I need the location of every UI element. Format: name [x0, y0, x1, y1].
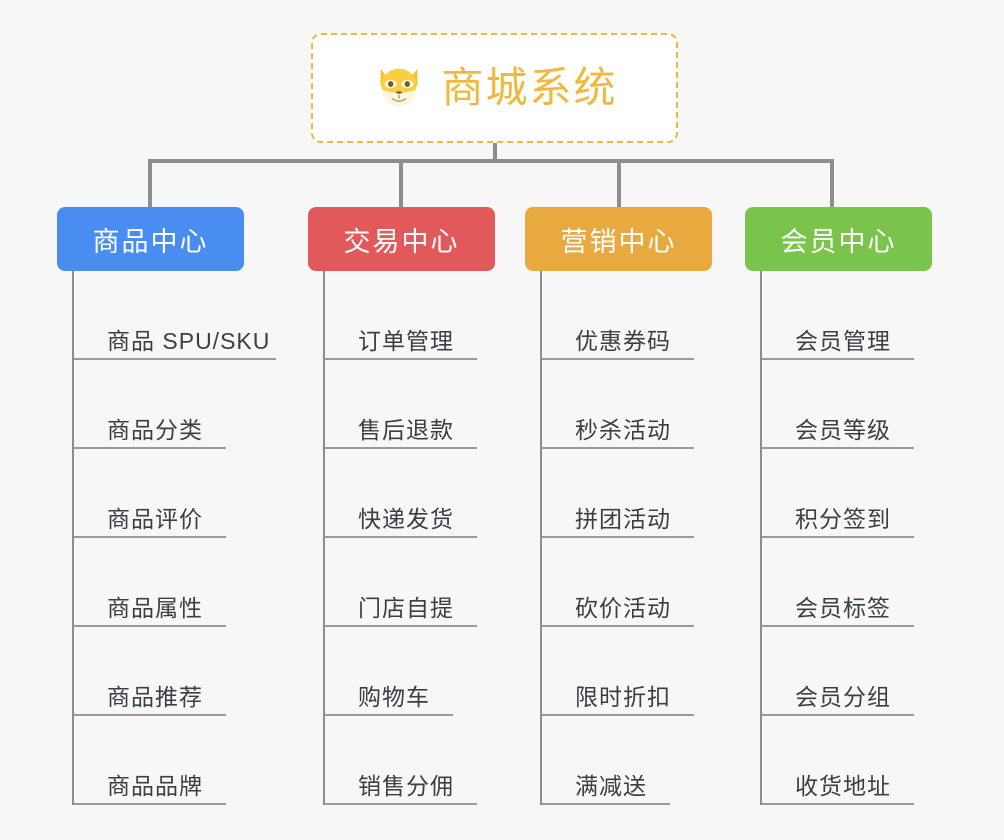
- leaf-underline: [542, 536, 694, 538]
- leaf-label: 商品 SPU/SKU: [107, 328, 271, 354]
- leaf-underline: [542, 447, 694, 449]
- shiba-dog-face-icon: [381, 68, 418, 107]
- leaf-item[interactable]: 商品评价: [74, 449, 277, 538]
- leaf-label: 商品推荐: [107, 684, 203, 710]
- leaf-underline: [542, 625, 694, 627]
- leaf-item[interactable]: 商品 SPU/SKU: [74, 271, 277, 360]
- leaf-item[interactable]: 商品分类: [74, 360, 277, 449]
- leaf-item[interactable]: 限时折扣: [542, 627, 745, 716]
- leaf-label: 砍价活动: [575, 595, 671, 621]
- leaf-underline: [762, 536, 914, 538]
- leaf-underline: [325, 358, 477, 360]
- leaf-item[interactable]: 收货地址: [762, 716, 965, 805]
- leaf-item[interactable]: 购物车: [325, 627, 528, 716]
- leaf-underline: [325, 447, 477, 449]
- category-box-2[interactable]: 营销中心: [525, 207, 712, 271]
- category-label-1: 交易中心: [343, 226, 460, 257]
- leaf-item[interactable]: 积分签到: [762, 449, 965, 538]
- category-box-0[interactable]: 商品中心: [57, 207, 244, 271]
- leaf-list-3: 会员管理 会员等级 积分签到 会员标签 会员分组 收货地址: [760, 271, 965, 805]
- leaf-underline: [762, 358, 914, 360]
- category-box-1[interactable]: 交易中心: [308, 207, 495, 271]
- leaf-item[interactable]: 满减送: [542, 716, 745, 805]
- connector-drop-2: [617, 159, 621, 207]
- category-label-0: 商品中心: [92, 226, 209, 257]
- leaf-list-0: 商品 SPU/SKU 商品分类 商品评价 商品属性 商品推荐 商品品牌: [72, 271, 277, 805]
- leaf-underline: [325, 803, 477, 805]
- leaf-label: 购物车: [358, 684, 430, 710]
- leaf-item[interactable]: 会员分组: [762, 627, 965, 716]
- leaf-label: 秒杀活动: [575, 417, 671, 443]
- leaf-item[interactable]: 会员等级: [762, 360, 965, 449]
- leaf-underline: [762, 714, 914, 716]
- branch-column-3: 会员中心 会员管理 会员等级 积分签到 会员标签 会员分组: [745, 207, 965, 805]
- leaf-label: 快递发货: [358, 506, 454, 532]
- leaf-label: 会员标签: [795, 595, 891, 621]
- leaf-underline: [74, 714, 226, 716]
- leaf-item[interactable]: 订单管理: [325, 271, 528, 360]
- category-label-3: 会员中心: [780, 226, 897, 257]
- leaf-list-1: 订单管理 售后退款 快递发货 门店自提 购物车 销售分佣: [323, 271, 528, 805]
- leaf-underline: [542, 803, 670, 805]
- leaf-item[interactable]: 商品品牌: [74, 716, 277, 805]
- leaf-item[interactable]: 商品属性: [74, 538, 277, 627]
- leaf-underline: [325, 714, 453, 716]
- leaf-label: 限时折扣: [575, 684, 671, 710]
- branch-column-1: 交易中心 订单管理 售后退款 快递发货 门店自提 购物车: [308, 207, 528, 805]
- leaf-label: 优惠券码: [575, 328, 671, 354]
- leaf-underline: [74, 625, 226, 627]
- root-title: 商城系统: [441, 64, 618, 111]
- leaf-item[interactable]: 会员标签: [762, 538, 965, 627]
- leaf-label: 会员分组: [795, 684, 891, 710]
- category-label-2: 营销中心: [560, 226, 677, 257]
- connector-drop-1: [399, 159, 403, 207]
- leaf-item[interactable]: 秒杀活动: [542, 360, 745, 449]
- leaf-label: 会员等级: [795, 417, 891, 443]
- leaf-item[interactable]: 砍价活动: [542, 538, 745, 627]
- connector-drop-3: [830, 159, 834, 207]
- connector-horizontal-bar: [148, 159, 834, 163]
- leaf-item[interactable]: 拼团活动: [542, 449, 745, 538]
- leaf-label: 积分签到: [795, 506, 891, 532]
- leaf-item[interactable]: 销售分佣: [325, 716, 528, 805]
- leaf-underline: [542, 714, 694, 716]
- leaf-underline: [762, 447, 914, 449]
- leaf-item[interactable]: 商品推荐: [74, 627, 277, 716]
- leaf-underline: [542, 358, 694, 360]
- leaf-list-2: 优惠券码 秒杀活动 拼团活动 砍价活动 限时折扣 满减送: [540, 271, 745, 805]
- leaf-underline: [74, 803, 226, 805]
- leaf-underline: [74, 536, 226, 538]
- leaf-label: 商品品牌: [107, 773, 203, 799]
- leaf-label: 满减送: [575, 773, 647, 799]
- leaf-item[interactable]: 售后退款: [325, 360, 528, 449]
- leaf-underline: [762, 625, 914, 627]
- leaf-label: 售后退款: [358, 417, 454, 443]
- root-node[interactable]: 商城系统: [311, 33, 678, 143]
- branch-column-2: 营销中心 优惠券码 秒杀活动 拼团活动 砍价活动 限时折扣: [525, 207, 745, 805]
- leaf-item[interactable]: 门店自提: [325, 538, 528, 627]
- leaf-label: 门店自提: [358, 595, 454, 621]
- leaf-underline: [74, 358, 276, 360]
- branch-column-0: 商品中心 商品 SPU/SKU 商品分类 商品评价 商品属性 商品推荐: [57, 207, 277, 805]
- leaf-underline: [74, 447, 226, 449]
- leaf-label: 商品评价: [107, 506, 203, 532]
- leaf-item[interactable]: 优惠券码: [542, 271, 745, 360]
- leaf-label: 销售分佣: [358, 773, 454, 799]
- leaf-label: 订单管理: [358, 328, 454, 354]
- leaf-underline: [762, 803, 914, 805]
- leaf-label: 会员管理: [795, 328, 891, 354]
- leaf-underline: [325, 536, 477, 538]
- leaf-label: 拼团活动: [575, 506, 671, 532]
- leaf-item[interactable]: 会员管理: [762, 271, 965, 360]
- leaf-label: 收货地址: [795, 773, 891, 799]
- leaf-label: 商品分类: [107, 417, 203, 443]
- leaf-item[interactable]: 快递发货: [325, 449, 528, 538]
- connector-drop-0: [148, 159, 152, 207]
- leaf-underline: [325, 625, 477, 627]
- connector-stem: [493, 143, 497, 163]
- category-box-3[interactable]: 会员中心: [745, 207, 932, 271]
- leaf-label: 商品属性: [107, 595, 203, 621]
